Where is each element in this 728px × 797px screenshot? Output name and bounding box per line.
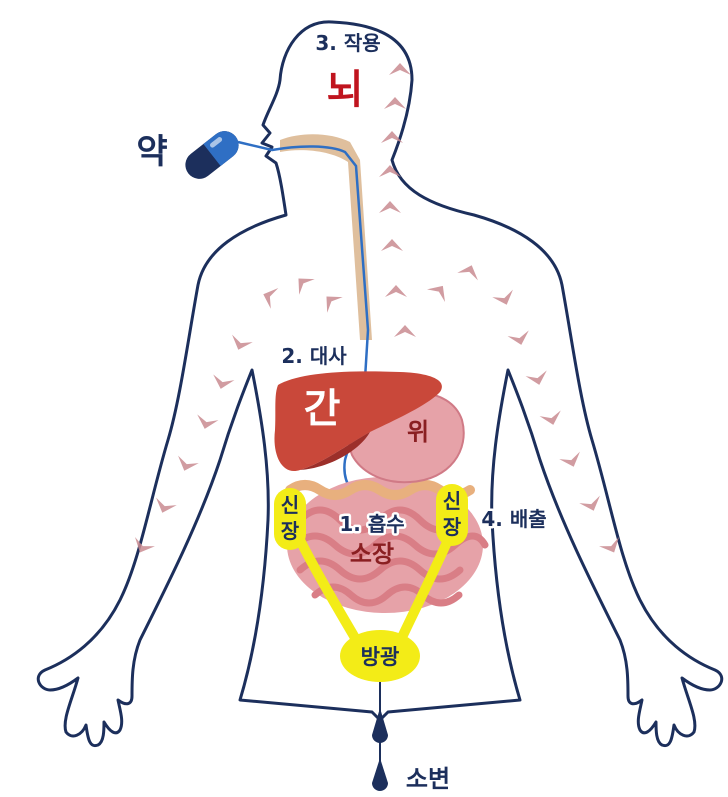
stomach-label: 위: [407, 418, 429, 446]
step-metabolism-label: 2. 대사: [281, 344, 347, 368]
esophagus: [280, 134, 372, 340]
brain-label: 뇌: [327, 67, 364, 113]
urine-label: 소변: [406, 765, 450, 793]
capsule-pill-icon: [180, 125, 245, 184]
urine-drop-lower: [372, 758, 388, 791]
left-kidney-label-bottom: 장: [281, 519, 300, 543]
bladder-label: 방광: [361, 645, 400, 669]
small-intestine-label: 소장: [350, 540, 394, 568]
left-kidney-label-top: 신: [281, 493, 299, 517]
right-kidney-label-bottom: 장: [443, 515, 462, 539]
step-action-label: 3. 작용: [315, 31, 380, 55]
step-absorption-label: 1. 흡수: [339, 512, 404, 536]
drug-label: 약: [136, 132, 167, 172]
step-excretion-label: 4. 배출: [481, 507, 546, 531]
liver-label: 간: [304, 386, 341, 432]
upward-arrows: [379, 63, 416, 337]
right-kidney-label-top: 신: [443, 489, 461, 513]
